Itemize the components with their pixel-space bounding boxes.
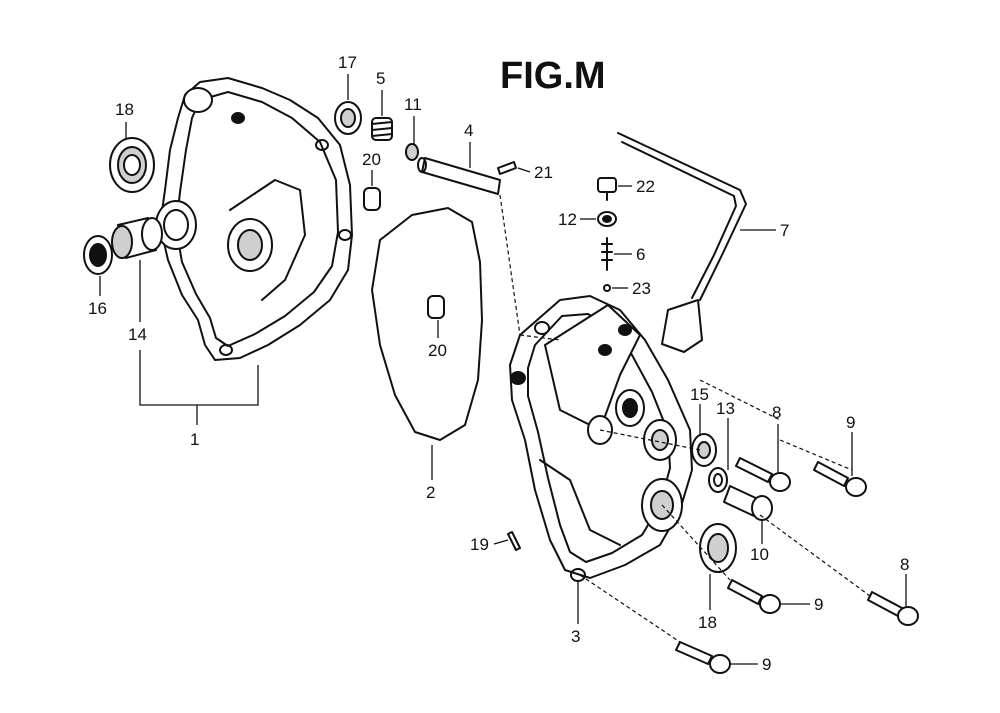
callout-3: 3 [571,627,580,646]
leader-lines [99,74,907,665]
callout-8-lower: 8 [900,555,909,574]
callout-6: 6 [636,245,645,264]
washer-small [405,143,419,161]
bolt-9-lower [675,641,731,674]
shaft [417,157,501,195]
callout-9-middle: 9 [814,595,823,614]
plug-bolt [723,485,773,521]
callout-23: 23 [632,279,651,298]
seal-15 [691,433,717,467]
bearing-left [111,217,163,259]
dowel-pin-upper [363,187,381,211]
callout-14: 14 [128,325,147,344]
callout-9-lower: 9 [762,655,771,674]
spring [371,117,393,141]
callout-9-upper: 9 [846,413,855,432]
callout-21: 21 [534,163,553,182]
callout-11: 11 [404,95,422,114]
seal-small-left [83,235,113,275]
gasket [371,207,483,441]
gear-case-right [509,295,693,582]
callout-8-upper: 8 [772,403,781,422]
callout-4: 4 [464,121,473,140]
callout-1: 1 [190,430,199,449]
oil-seal-left [109,137,155,193]
bearing-small [334,101,362,135]
gear-case-left [155,77,353,361]
callout-20-lower: 20 [428,341,447,360]
callout-15: 15 [690,385,709,404]
bolt-8-lower [867,591,919,626]
steel-ball [603,284,611,292]
callout-5: 5 [376,69,385,88]
spring-6 [601,237,613,271]
callout-10: 10 [750,545,769,564]
bolt-9-upper [813,461,867,497]
callout-16: 16 [88,299,107,318]
spring-pin [497,161,517,175]
figure-title: FIG.M [500,55,606,97]
oil-seal-right [699,523,737,573]
callout-13: 13 [716,399,735,418]
o-ring-13 [708,467,728,493]
callout-7: 7 [780,221,789,240]
bolt-top [597,177,617,201]
callout-19: 19 [470,535,489,554]
callout-2: 2 [426,483,435,502]
shift-lever-rod [617,132,747,353]
dowel-pin-lower [427,295,445,319]
bolt-9-middle [727,579,781,614]
callout-18-left: 18 [115,100,134,119]
washer-12 [597,211,617,227]
bolt-8-upper [735,457,791,492]
callout-18-right: 18 [698,613,717,632]
callout-20-upper: 20 [362,150,381,169]
pin-19 [507,531,521,551]
callout-12: 12 [558,210,577,229]
callout-labels: 1 2 3 4 5 6 7 8 8 9 9 9 10 11 12 13 14 1… [88,53,909,674]
callout-22: 22 [636,177,655,196]
callout-17: 17 [338,53,357,72]
